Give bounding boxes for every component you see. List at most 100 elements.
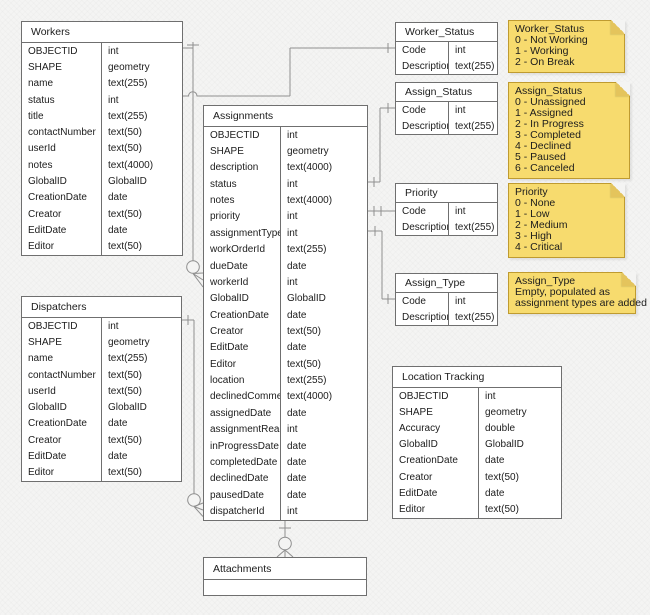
field-name: notes xyxy=(210,195,235,207)
field-type: text(255) xyxy=(448,309,497,325)
connector-dispatchers-to-assignments-dispatcherid xyxy=(182,315,204,517)
connector-assignments-status-to-assign-status xyxy=(368,103,395,187)
note-line: 4 - Critical xyxy=(515,241,563,253)
note-title: Worker_Status xyxy=(515,23,585,35)
field-type: text(50) xyxy=(101,366,181,384)
field-type: text(50) xyxy=(101,238,182,255)
field-name: Editor xyxy=(210,358,237,370)
note-line: 2 - Medium xyxy=(515,219,568,231)
field-type: text(50) xyxy=(478,501,561,518)
field-name: CreationDate xyxy=(28,192,87,204)
note-line: 5 - Paused xyxy=(515,151,566,163)
field-type: date xyxy=(280,437,367,455)
connector-assignments-to-attachments xyxy=(276,518,294,558)
field-name: Code xyxy=(402,44,426,56)
field-name: GlobalID xyxy=(210,293,249,305)
field-name: dispatcherId xyxy=(210,505,265,517)
table-title: Assign_Type xyxy=(396,274,497,293)
connector-assignments-type-to-assign-type xyxy=(368,226,395,304)
field-name: declinedDate xyxy=(210,473,269,485)
note-title: Priority xyxy=(515,186,548,198)
field-type: int xyxy=(478,388,561,405)
field-name: name xyxy=(28,353,54,365)
field-name: name xyxy=(28,78,54,90)
field-name: OBJECTID xyxy=(210,129,260,141)
field-name: Editor xyxy=(399,503,426,515)
field-type: int xyxy=(448,102,497,118)
field-type: text(4000) xyxy=(280,159,367,177)
field-name: SHAPE xyxy=(399,406,433,418)
field-type: int xyxy=(448,293,497,309)
field-name: status xyxy=(210,178,237,190)
field-name: inProgressDate xyxy=(210,440,279,452)
field-type: GlobalID xyxy=(101,173,182,190)
field-name: workOrderId xyxy=(210,244,266,256)
field-type: text(255) xyxy=(280,241,367,258)
field-name: Description xyxy=(402,120,448,132)
field-name: SHAPE xyxy=(28,61,62,73)
field-name: OBJECTID xyxy=(399,390,449,402)
note-line: 0 - Not Working xyxy=(515,34,588,46)
field-type: date xyxy=(280,454,367,471)
field-type: text(4000) xyxy=(101,157,182,174)
field-name: Creator xyxy=(28,434,62,446)
field-name: declinedComment xyxy=(210,391,280,403)
field-name: CreationDate xyxy=(399,455,458,467)
field-name: SHAPE xyxy=(210,146,244,158)
note-line: 3 - High xyxy=(515,230,552,242)
field-name: Code xyxy=(402,104,426,116)
field-type: GlobalID xyxy=(101,399,181,416)
note-line: 0 - Unassigned xyxy=(515,96,586,108)
field-name: assignedDate xyxy=(210,407,272,419)
field-type: double xyxy=(478,420,561,437)
note-fold-corner-icon xyxy=(622,272,636,286)
note-fold-corner-icon xyxy=(616,82,630,96)
note-line: 1 - Low xyxy=(515,208,550,220)
field-type: date xyxy=(101,415,181,433)
field-type: text(255) xyxy=(101,75,182,92)
field-name: GlobalID xyxy=(399,439,438,451)
field-name: status xyxy=(28,94,55,106)
field-type: text(50) xyxy=(280,356,367,373)
field-name: CreationDate xyxy=(28,418,87,430)
table-row: declinedCommenttext(4000) xyxy=(204,388,367,406)
field-type: text(50) xyxy=(101,464,181,481)
table-row: OBJECTID int xyxy=(393,388,561,405)
